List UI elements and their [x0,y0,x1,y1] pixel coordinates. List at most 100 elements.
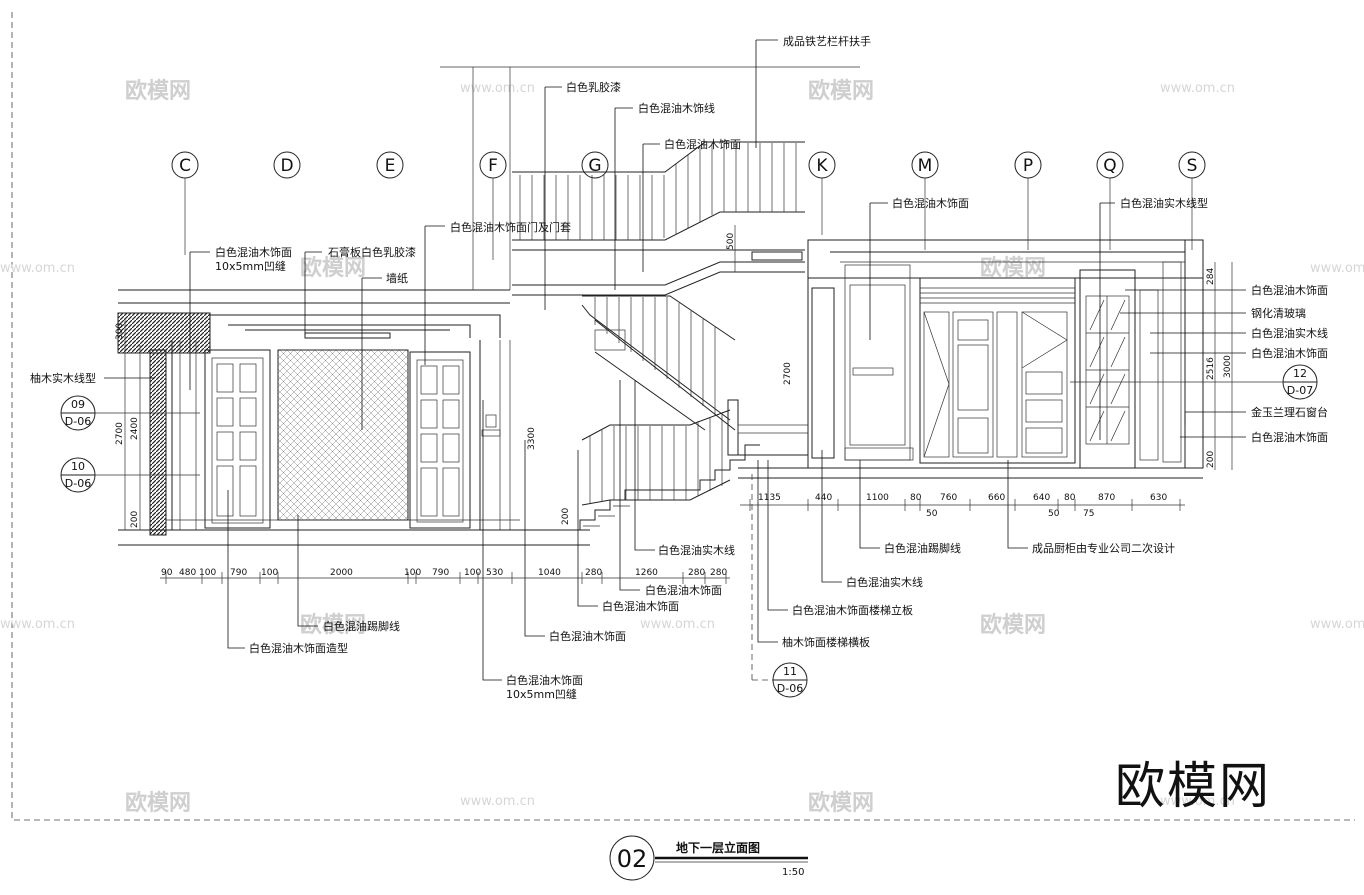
annotations: 成品铁艺栏杆扶手 白色乳胶漆 白色混油木饰线 白色混油木饰面 白色混油木饰面门及… [30,34,1328,701]
svg-text:50: 50 [926,509,938,519]
svg-text:www.om.cn: www.om.cn [640,617,715,632]
svg-text:10x5mm凹缝: 10x5mm凹缝 [215,259,286,273]
axis-m: M [911,151,939,250]
svg-text:Q: Q [1103,156,1116,176]
svg-text:280: 280 [688,568,705,578]
axis-f: F [479,151,507,260]
svg-text:白色混油踢脚线: 白色混油踢脚线 [323,619,400,633]
svg-text:284: 284 [1206,268,1216,285]
svg-text:白色混油木饰面: 白色混油木饰面 [602,599,679,613]
teak-cornice [117,312,211,354]
svg-text:欧模网: 欧模网 [300,255,366,281]
svg-text:www.om.cn: www.om.cn [1160,81,1235,96]
svg-text:09: 09 [71,398,85,411]
svg-text:440: 440 [815,493,832,503]
svg-text:白色混油实木线型: 白色混油实木线型 [1120,196,1208,210]
svg-text:www.om.cn: www.om.cn [0,261,75,276]
svg-text:80: 80 [910,493,922,503]
svg-text:200: 200 [1206,451,1216,468]
svg-text:白色混油木饰面: 白色混油木饰面 [1251,346,1328,360]
svg-text:www.om.cn: www.om.cn [1310,261,1364,276]
svg-text:白色混油实木线: 白色混油实木线 [1251,326,1328,340]
svg-text:P: P [1023,156,1033,176]
svg-text:柚木实木线型: 柚木实木线型 [30,371,96,385]
svg-text:E: E [385,156,396,176]
svg-text:790: 790 [432,568,449,578]
axis-c: C [171,151,199,255]
svg-text:白色乳胶漆: 白色乳胶漆 [566,80,621,94]
svg-text:480: 480 [179,568,196,578]
svg-text:成品铁艺栏杆扶手: 成品铁艺栏杆扶手 [783,34,871,48]
svg-text:2000: 2000 [330,568,353,578]
teak-column [149,349,167,536]
title-block: 02 地下一层立面图 1:50 [609,835,808,881]
svg-text:D: D [280,156,293,176]
drawing-title: 地下一层立面图 [676,840,760,855]
svg-text:成品厨柜由专业公司二次设计: 成品厨柜由专业公司二次设计 [1032,541,1175,555]
svg-text:100: 100 [261,568,278,578]
svg-text:钢化清玻璃: 钢化清玻璃 [1251,306,1306,320]
svg-text:2700: 2700 [783,362,793,385]
svg-text:F: F [488,156,498,176]
stair-section [512,141,809,530]
svg-text:870: 870 [1098,493,1115,503]
callout-12: 12 D-07 [1070,364,1318,400]
svg-text:280: 280 [585,568,602,578]
svg-text:欧模网: 欧模网 [808,790,874,816]
svg-text:墙纸: 墙纸 [386,271,408,285]
left-room [117,66,860,546]
svg-text:3000: 3000 [1223,355,1233,378]
svg-text:280: 280 [710,568,727,578]
svg-text:金玉兰理石窗台: 金玉兰理石窗台 [1251,405,1328,419]
axis-g: G [581,151,609,179]
wallpaper-panel [277,349,409,521]
svg-text:K: K [816,156,828,176]
svg-text:D-06: D-06 [65,477,91,490]
sheet-frame [11,12,1355,821]
svg-text:白色混油木饰面: 白色混油木饰面 [645,583,722,597]
svg-text:1040: 1040 [538,568,561,578]
drawing-scale: 1:50 [782,867,804,878]
axis-q: Q [1096,151,1124,250]
watermarks: 欧模网 www.om.cn 欧模网 www.om.cn www.om.cn 欧模… [0,78,1364,816]
svg-text:欧模网: 欧模网 [125,78,191,104]
svg-text:S: S [1187,156,1198,176]
axis-p: P [1014,151,1042,250]
svg-text:200: 200 [561,508,571,525]
axis-e: E [376,151,404,179]
svg-text:3300: 3300 [527,427,537,450]
svg-text:760: 760 [940,493,957,503]
svg-text:100: 100 [464,568,481,578]
svg-text:白色混油木饰面: 白色混油木饰面 [1251,283,1328,297]
svg-text:www.om.cn: www.om.cn [1160,794,1235,809]
svg-text:白色混油木饰面楼梯立板: 白色混油木饰面楼梯立板 [792,603,913,617]
svg-text:白色混油木饰面: 白色混油木饰面 [215,245,292,259]
svg-text:白色混油木饰面门及门套: 白色混油木饰面门及门套 [450,220,571,234]
svg-text:石膏板白色乳胶漆: 石膏板白色乳胶漆 [328,245,416,259]
svg-text:790: 790 [230,568,247,578]
svg-text:www.om.cn: www.om.cn [460,794,535,809]
svg-text:G: G [588,156,601,176]
svg-text:2700: 2700 [115,422,125,445]
svg-text:50: 50 [1048,509,1060,519]
svg-text:1100: 1100 [866,493,889,503]
svg-text:D-06: D-06 [65,415,91,428]
svg-text:白色混油踢脚线: 白色混油踢脚线 [884,541,961,555]
svg-text:75: 75 [1083,509,1094,519]
axis-s: S [1178,151,1206,250]
callout-09: 09 D-06 [60,395,200,431]
svg-text:2400: 2400 [130,417,140,440]
svg-text:欧模网: 欧模网 [980,255,1046,281]
svg-text:10x5mm凹缝: 10x5mm凹缝 [506,687,577,701]
svg-text:1135: 1135 [758,493,781,503]
axis-k: K [808,151,836,235]
svg-text:欧模网: 欧模网 [125,790,191,816]
svg-text:100: 100 [404,568,421,578]
svg-text:www.om.cn: www.om.cn [460,81,535,96]
svg-text:白色混油木饰面: 白色混油木饰面 [506,673,583,687]
svg-text:白色混油木饰面: 白色混油木饰面 [1251,430,1328,444]
svg-text:530: 530 [486,568,503,578]
svg-text:D-06: D-06 [777,682,803,695]
svg-text:欧模网: 欧模网 [980,612,1046,638]
svg-text:640: 640 [1033,493,1050,503]
